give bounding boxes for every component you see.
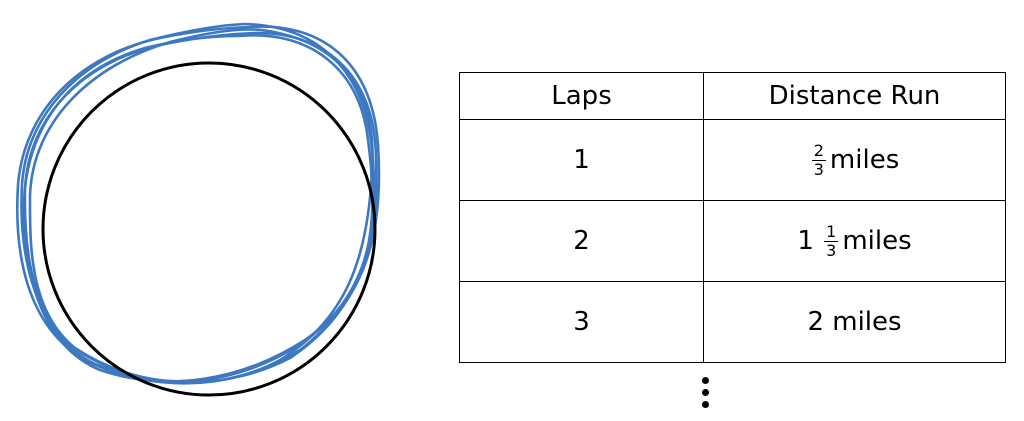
laps-cell: 3 (459, 281, 704, 363)
laps-cell: 1 (459, 119, 704, 201)
circle-track-icon (41, 61, 377, 397)
table-row: 2 1 1 3 miles (459, 200, 1006, 282)
vertical-ellipsis-icon (697, 377, 713, 408)
table-header-row: Laps Distance Run (459, 72, 1006, 120)
distance-unit: miles (842, 226, 912, 256)
distance-whole: 1 (797, 226, 814, 256)
fraction-denominator: 3 (813, 159, 824, 179)
scribbled-laps-icon (15, 22, 381, 385)
ellipsis-dot (701, 401, 709, 408)
header-distance-run: Distance Run (703, 72, 1006, 120)
header-laps: Laps (459, 72, 704, 120)
fraction-numerator: 1 (824, 221, 839, 242)
distance-cell: 1 1 3 miles (703, 200, 1006, 282)
fraction-denominator: 3 (826, 240, 837, 260)
laps-cell: 2 (459, 200, 704, 282)
track-diagram (15, 22, 381, 397)
fraction: 2 3 (811, 140, 826, 179)
distance-cell: 2 miles (703, 281, 1006, 363)
distance-cell: 2 3 miles (703, 119, 1006, 201)
table-row: 3 2 miles (459, 281, 1006, 363)
ellipsis-dot (701, 389, 709, 396)
laps-distance-table: Laps Distance Run 1 2 3 miles 2 1 1 3 mi… (459, 72, 1006, 363)
fraction: 1 3 (824, 221, 839, 260)
ellipsis-dot (701, 377, 709, 384)
table-row: 1 2 3 miles (459, 119, 1006, 201)
distance-unit: miles (829, 145, 900, 175)
fraction-numerator: 2 (811, 140, 826, 161)
